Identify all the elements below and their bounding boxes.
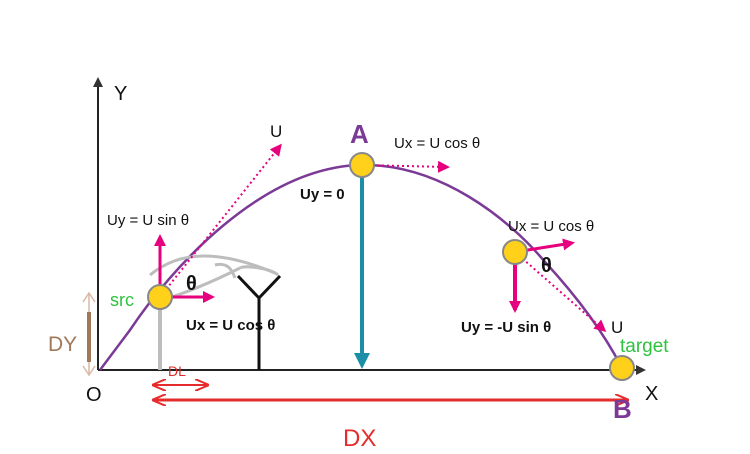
ux-apex-vector <box>361 160 450 173</box>
src-label: src <box>110 290 134 310</box>
target-label: target <box>620 336 669 357</box>
ux-start-label: Ux = U cos θ <box>186 317 275 334</box>
launch-velocity-vector <box>159 143 282 298</box>
ball-descent <box>502 239 528 265</box>
landing-point-label: B <box>613 394 632 424</box>
uy-apex-label: Uy = 0 <box>300 186 345 203</box>
uy-start-label: Uy = U sin θ <box>107 212 189 229</box>
dl-label: DL <box>168 363 186 379</box>
y-axis-label: Y <box>114 83 127 105</box>
origin-label: O <box>86 384 102 406</box>
dx-label: DX <box>343 425 376 452</box>
apex-point-label: A <box>350 119 369 149</box>
launch-velocity-label: U <box>270 122 282 141</box>
ux-descent-label: Ux = U cos θ <box>508 218 594 235</box>
ball-src <box>147 284 173 310</box>
ball-apex <box>349 152 375 178</box>
trajectory-curve <box>99 163 624 371</box>
dy-label: DY <box>48 333 77 356</box>
slingshot-icon <box>149 254 282 370</box>
uy-descent-label: Uy = -U sin θ <box>461 319 551 336</box>
ux-apex-label: Ux = U cos θ <box>394 135 480 152</box>
theta-descent-label: θ <box>541 255 552 277</box>
x-axis-label: X <box>645 383 658 405</box>
final-velocity-label: U <box>611 318 623 337</box>
ball-target <box>609 355 635 381</box>
theta-start-label: θ <box>186 273 197 295</box>
